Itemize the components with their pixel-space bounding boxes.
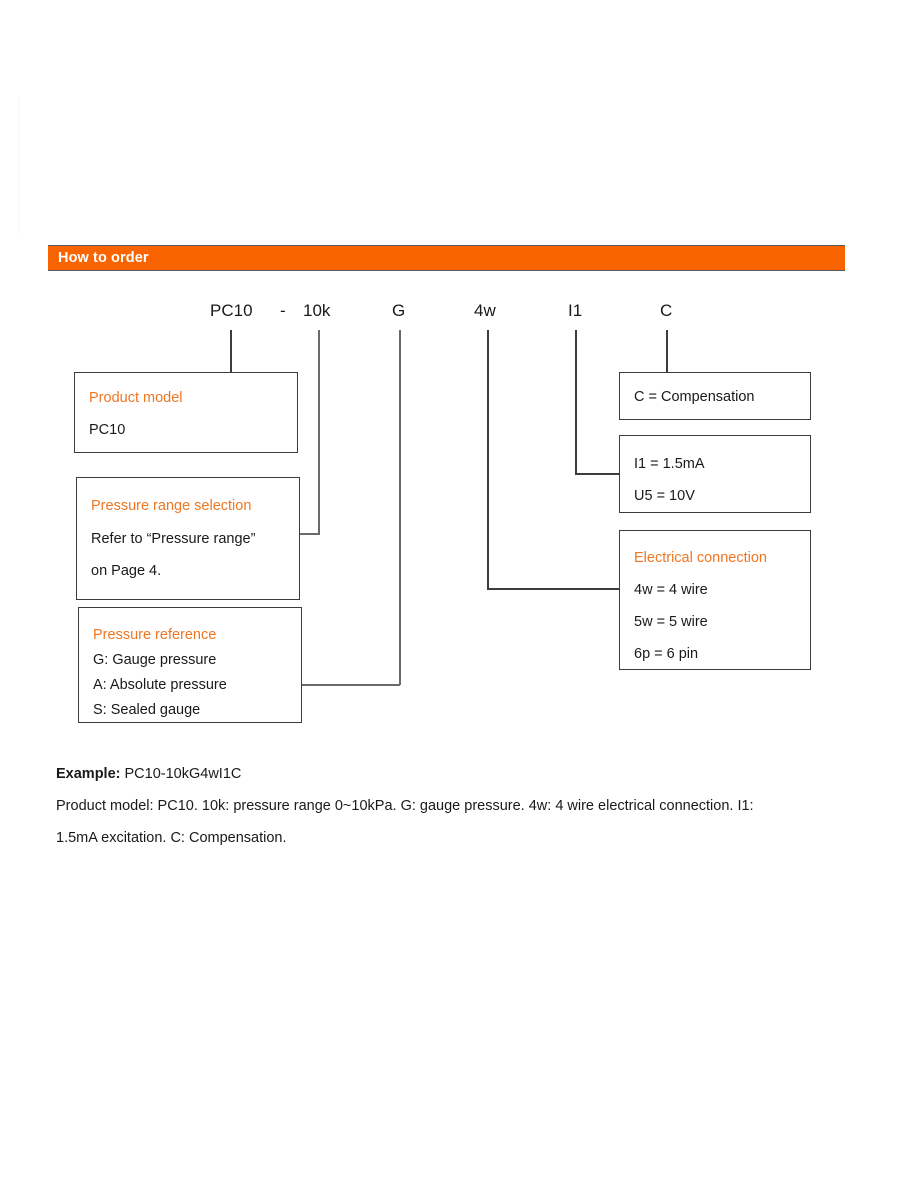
connector-electrical-connection-vertical [487,330,489,589]
box-pressure-range-line-0: Refer to “Pressure range” [91,531,256,547]
box-excitation: I1 = 1.5mA U5 = 10V [619,435,811,513]
connector-excitation-horizontal [575,473,620,475]
box-product-model: Product model PC10 [74,372,298,453]
connector-electrical-connection-horizontal [487,588,620,590]
box-electrical-connection-line-0: 4w = 4 wire [634,582,708,598]
code-token-excitation: I1 [568,301,583,320]
box-pressure-range-heading: Pressure range selection [91,498,252,514]
box-pressure-reference-line-0: G: Gauge pressure [93,652,217,668]
box-pressure-reference-heading: Pressure reference [93,627,217,643]
box-electrical-connection-heading: Electrical connection [634,550,767,566]
box-pressure-range-line-1: on Page 4. [91,563,162,579]
connector-product-model [230,330,232,372]
box-electrical-connection-line-2: 6p = 6 pin [634,646,699,662]
connector-excitation-vertical [575,330,577,474]
code-token-dash: - [280,301,286,320]
example-block: Example: PC10-10kG4wI1C Product model: P… [56,758,816,854]
box-electrical-connection: Electrical connection 4w = 4 wire 5w = 5… [619,530,811,670]
section-header-title: How to order [58,250,149,266]
box-pressure-range: Pressure range selection Refer to “Press… [76,477,300,600]
code-token-compensation: C [660,301,673,320]
box-product-model-line-0: PC10 [89,422,126,438]
code-token-pressure-reference: G [392,301,406,320]
code-token-electrical-connection: 4w [474,301,496,320]
box-pressure-reference-line-1: A: Absolute pressure [93,677,227,693]
section-header-how-to-order: How to order [48,245,845,271]
box-compensation-line-0: C = Compensation [634,389,755,405]
connector-compensation [666,330,668,372]
box-compensation: C = Compensation [619,372,811,420]
box-excitation-line-0: I1 = 1.5mA [634,456,705,472]
example-code: PC10-10kG4wI1C [120,766,242,782]
box-product-model-heading: Product model [89,390,183,406]
connector-pressure-reference-vertical [399,330,401,685]
box-electrical-connection-line-1: 5w = 5 wire [634,614,708,630]
box-pressure-reference-line-2: S: Sealed gauge [93,702,201,718]
box-excitation-line-1: U5 = 10V [634,488,695,504]
example-description: Product model: PC10. 10k: pressure range… [56,798,754,846]
connector-pressure-range-vertical [318,330,320,534]
page-edge-artifact [18,95,20,235]
example-label: Example: [56,766,121,782]
code-token-pressure-range: 10k [303,301,331,320]
example-code-line: Example: PC10-10kG4wI1C [56,758,816,790]
box-pressure-reference: Pressure reference G: Gauge pressure A: … [78,607,302,723]
code-token-product-model: PC10 [210,301,253,320]
connector-pressure-range-horizontal [300,533,320,535]
connector-pressure-reference-horizontal [301,684,400,686]
